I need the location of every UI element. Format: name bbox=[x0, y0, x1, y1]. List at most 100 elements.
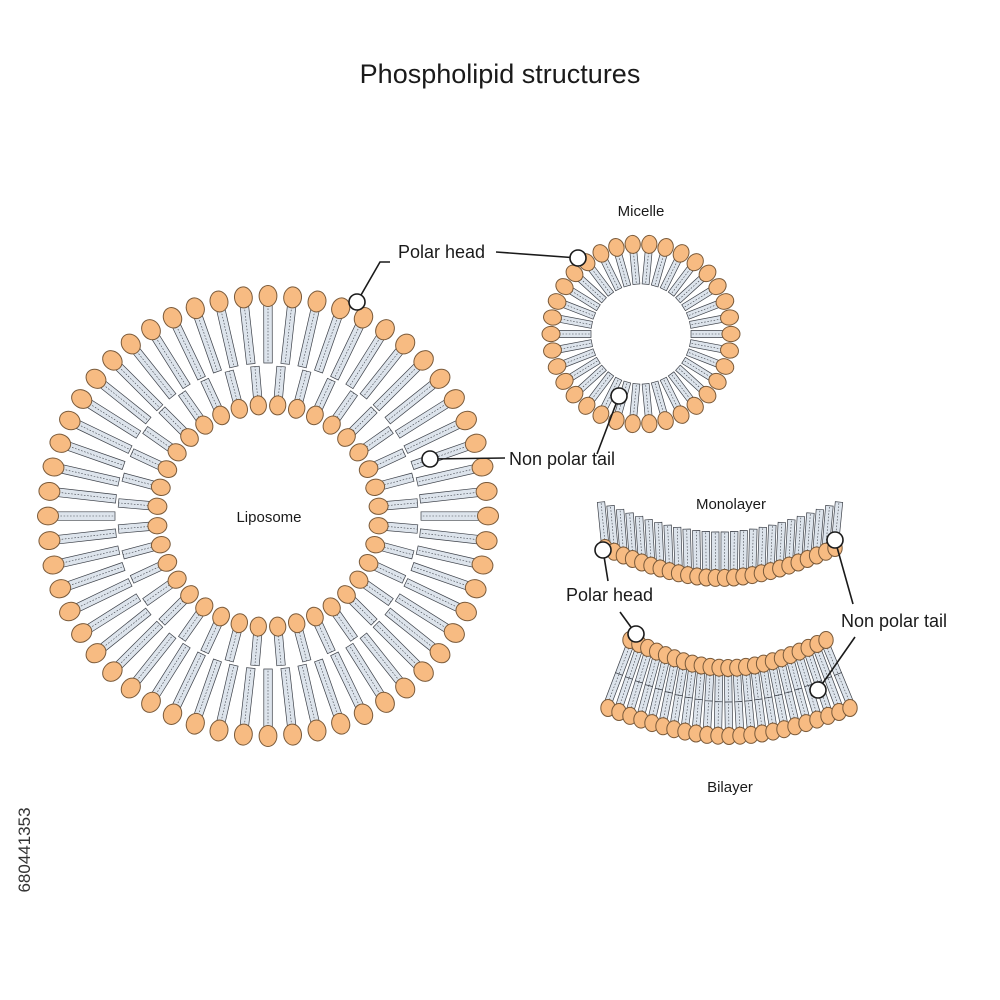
liposome-outer-head bbox=[331, 712, 351, 735]
tail-texture bbox=[797, 516, 802, 558]
liposome-inner-head bbox=[147, 517, 168, 535]
micelle-head bbox=[720, 342, 739, 359]
bilayer-top-tail bbox=[704, 671, 715, 702]
liposome-outer-head bbox=[464, 579, 487, 599]
liposome-outer-head bbox=[307, 719, 327, 742]
liposome-outer-head bbox=[38, 481, 61, 501]
liposome-outer-head bbox=[59, 410, 81, 431]
tail-texture bbox=[667, 525, 670, 567]
micelle-head bbox=[608, 237, 625, 257]
liposome-inner-head bbox=[337, 585, 356, 604]
tail-texture bbox=[301, 665, 316, 725]
bilayer-bottom-tail bbox=[744, 700, 756, 731]
tail-texture bbox=[373, 565, 405, 580]
tail-texture bbox=[380, 476, 413, 486]
micelle-head bbox=[721, 325, 741, 343]
liposome-outer-tail bbox=[54, 487, 117, 504]
tail-texture bbox=[677, 367, 705, 392]
liposome-inner-head bbox=[368, 497, 389, 515]
micelle-head bbox=[547, 293, 567, 310]
tail-texture bbox=[363, 635, 402, 684]
micelle-head bbox=[543, 342, 562, 359]
liposome-outer-tail bbox=[54, 528, 117, 545]
tail-texture bbox=[204, 379, 219, 411]
callout-markers bbox=[348, 249, 844, 699]
bilayer-bottom-tail bbox=[754, 698, 767, 730]
bilayer-bottom-tail bbox=[702, 700, 713, 731]
liposome-outer-tail bbox=[297, 305, 321, 369]
tail-texture bbox=[683, 360, 714, 379]
bilayer-bottom-tail bbox=[764, 696, 778, 728]
micelle-head bbox=[592, 244, 610, 263]
tail-texture bbox=[663, 257, 680, 290]
tail-texture bbox=[568, 360, 599, 379]
tail-texture bbox=[654, 382, 665, 416]
liposome-label: Liposome bbox=[236, 509, 301, 526]
tail-texture bbox=[629, 512, 633, 555]
liposome-outer-head bbox=[283, 723, 303, 746]
micelle-head bbox=[720, 309, 739, 326]
tail-texture bbox=[334, 653, 362, 709]
liposome-outer-head bbox=[209, 719, 229, 742]
micelle-head bbox=[555, 278, 574, 296]
liposome-outer-head bbox=[395, 677, 416, 699]
tail-texture bbox=[742, 530, 745, 572]
micelle-head bbox=[592, 405, 610, 424]
liposome-inner-head bbox=[212, 606, 230, 627]
liposome-outer-head bbox=[185, 297, 205, 320]
liposome-outer-head bbox=[307, 290, 327, 313]
tail-texture bbox=[788, 519, 792, 561]
tail-texture bbox=[284, 303, 293, 365]
tail-texture bbox=[577, 276, 605, 301]
liposome-outer-head bbox=[353, 703, 374, 725]
liposome-outer-head bbox=[37, 506, 59, 526]
liposome-outer-head bbox=[102, 350, 123, 371]
liposome-outer-head bbox=[71, 389, 93, 409]
liposome-outer-head bbox=[429, 368, 451, 389]
liposome-inner-head bbox=[230, 398, 249, 419]
liposome-outer-head bbox=[443, 623, 465, 643]
tail-texture bbox=[779, 522, 783, 564]
tail-texture bbox=[561, 351, 595, 365]
liposome-inner-head bbox=[249, 616, 267, 637]
liposome-inner-head bbox=[195, 597, 214, 617]
tail-texture bbox=[387, 611, 436, 650]
micelle-head bbox=[672, 244, 690, 263]
liposome bbox=[37, 285, 499, 747]
liposome-outer-head bbox=[120, 677, 141, 699]
bilayer-bottom-tail bbox=[691, 698, 703, 730]
tail-texture bbox=[816, 648, 829, 679]
tail-texture bbox=[277, 632, 282, 666]
micelle-head bbox=[578, 396, 596, 415]
micelle-head bbox=[641, 234, 658, 254]
tail-texture bbox=[687, 351, 721, 365]
tail-texture bbox=[75, 422, 131, 450]
monolayer-label: Monolayer bbox=[696, 496, 766, 513]
tail-texture bbox=[181, 392, 202, 421]
tail-texture bbox=[363, 582, 392, 603]
tail-texture bbox=[318, 313, 339, 372]
tail-texture bbox=[557, 342, 592, 350]
tail-texture bbox=[55, 491, 117, 500]
tail-texture bbox=[317, 621, 332, 653]
bilayer-top-tail bbox=[694, 669, 706, 701]
tail-texture bbox=[733, 531, 735, 573]
liposome-inner-head bbox=[167, 443, 187, 462]
bilayer-bottom-tail bbox=[669, 694, 683, 726]
tail-texture bbox=[619, 509, 624, 551]
micelle-head bbox=[698, 264, 717, 283]
tail-texture bbox=[284, 667, 293, 729]
tail-texture bbox=[350, 409, 375, 434]
liposome-inner-head bbox=[337, 428, 356, 447]
tail-texture bbox=[254, 366, 259, 400]
bilayer-bottom-tail bbox=[734, 701, 745, 732]
tail-texture bbox=[695, 530, 698, 572]
tail-texture bbox=[380, 546, 413, 556]
tail-texture bbox=[617, 252, 628, 286]
tail-texture bbox=[116, 364, 161, 409]
callout-line-tail-upper bbox=[429, 457, 506, 460]
tail-texture bbox=[86, 401, 139, 435]
tail-texture bbox=[837, 673, 851, 704]
tail-texture bbox=[220, 665, 235, 725]
tail-texture bbox=[277, 366, 282, 400]
